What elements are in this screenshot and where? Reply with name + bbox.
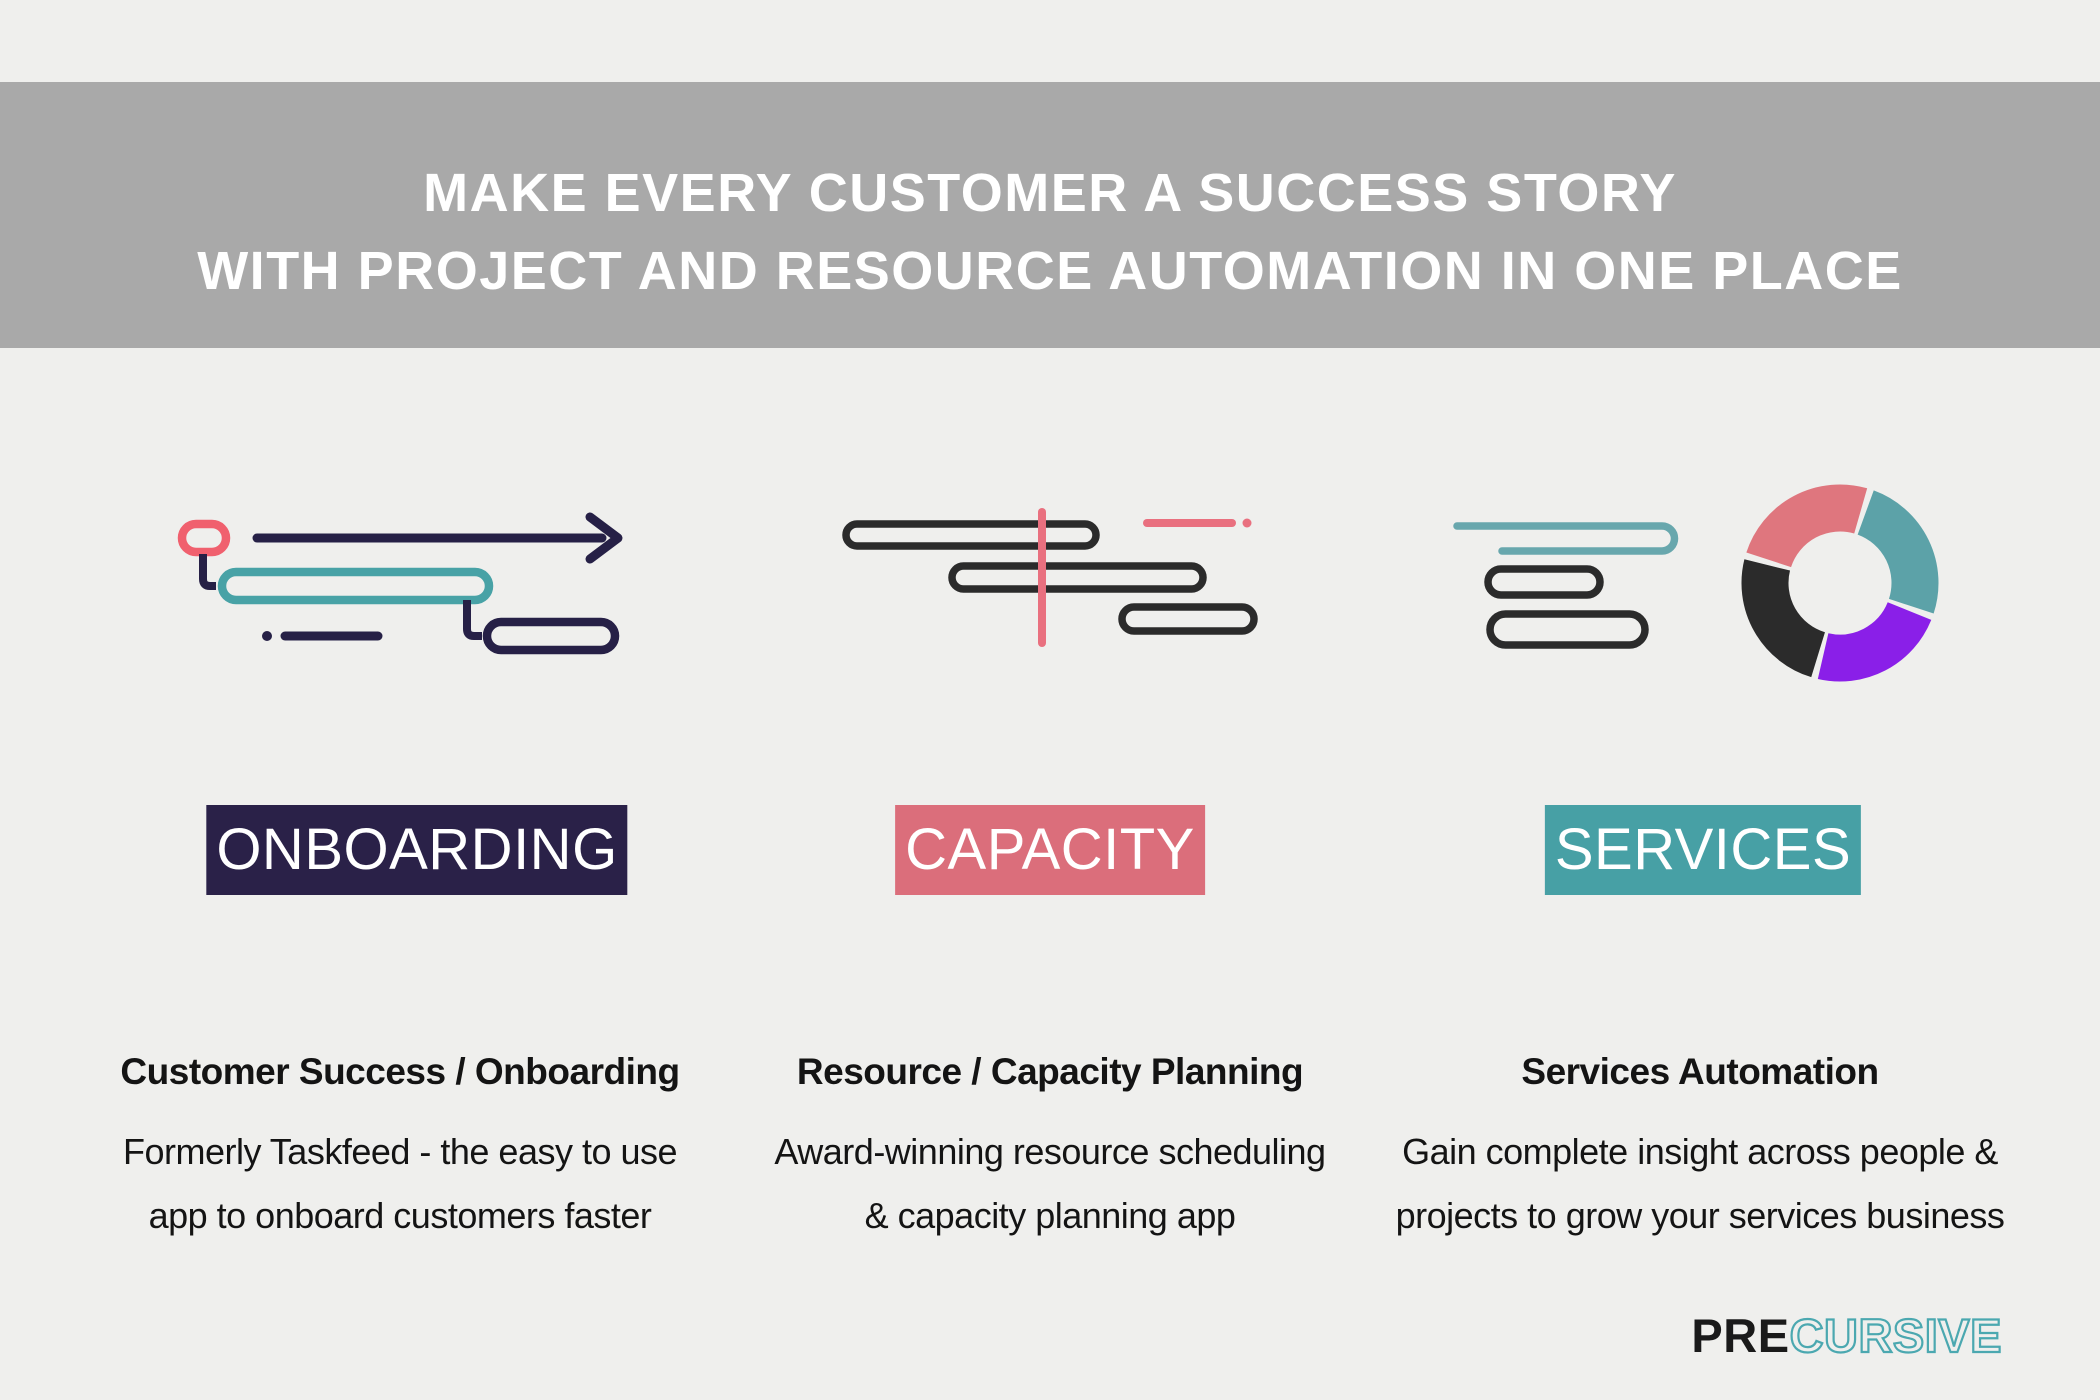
logo-text-pre: PRE (1691, 1309, 1790, 1362)
donut-segment-pink (1746, 484, 1868, 569)
timeline-dot (262, 631, 272, 641)
onboarding-description: Customer Success / Onboarding Formerly T… (10, 1040, 790, 1248)
headline-line2: WITH PROJECT AND RESOURCE AUTOMATION IN … (197, 241, 1903, 301)
donut-segment-black (1741, 559, 1826, 678)
services-description-title: Services Automation (1521, 1051, 1879, 1092)
task-bar-1 (842, 520, 1100, 550)
services-description-line2: projects to grow your services business (1395, 1195, 2005, 1236)
logo-text-cursive: CURSIVE (1788, 1309, 2002, 1362)
task-bar-3 (1118, 603, 1258, 635)
capacity-badge: CAPACITY (895, 805, 1205, 895)
capacity-description-title: Resource / Capacity Planning (796, 1051, 1304, 1092)
onboarding-badge: ONBOARDING (206, 805, 628, 895)
services-task-list-icon (1453, 522, 1679, 649)
milestone-pill (177, 519, 231, 557)
onboarding-description-line2: app to onboard customers faster (148, 1195, 652, 1236)
services-donut-chart-icon (1741, 484, 1939, 682)
capacity-description: Resource / Capacity Planning Award-winni… (660, 1040, 1440, 1248)
services-badge: SERVICES (1544, 805, 1862, 895)
onboarding-description-title: Customer Success / Onboarding (120, 1051, 680, 1092)
navy-task-bar (482, 617, 620, 655)
headline-line1: MAKE EVERY CUSTOMER A SUCCESS STORY (423, 163, 1677, 223)
donut-segment-teal (1856, 490, 1939, 614)
pink-dot (1242, 518, 1252, 528)
services-description: Services Automation Gain complete insigh… (1310, 1040, 2090, 1248)
list-pill-1 (1484, 565, 1604, 599)
header-banner: MAKE EVERY CUSTOMER A SUCCESS STORY WITH… (0, 82, 2100, 348)
connector-1 (199, 554, 216, 590)
capacity-description-line1: Award-winning resource scheduling (774, 1131, 1326, 1172)
teal-task-bar (217, 567, 494, 605)
donut-segment-purple (1817, 601, 1932, 682)
onboarding-gantt-arrow-icon (177, 512, 623, 655)
teal-hairpin-line (1453, 522, 1679, 555)
onboarding-description-line1: Formerly Taskfeed - the easy to use (122, 1131, 678, 1172)
capacity-description-line2: & capacity planning app (864, 1195, 1236, 1236)
connector-2 (463, 600, 482, 640)
list-pill-2 (1486, 610, 1649, 649)
arrow-head (585, 512, 623, 564)
services-description-line1: Gain complete insight across people & (1402, 1131, 1998, 1172)
task-bar-2 (948, 562, 1207, 593)
capacity-gantt-timeline-icon (842, 508, 1258, 647)
precursive-logo: PRECURSIVE (1691, 1309, 2002, 1362)
